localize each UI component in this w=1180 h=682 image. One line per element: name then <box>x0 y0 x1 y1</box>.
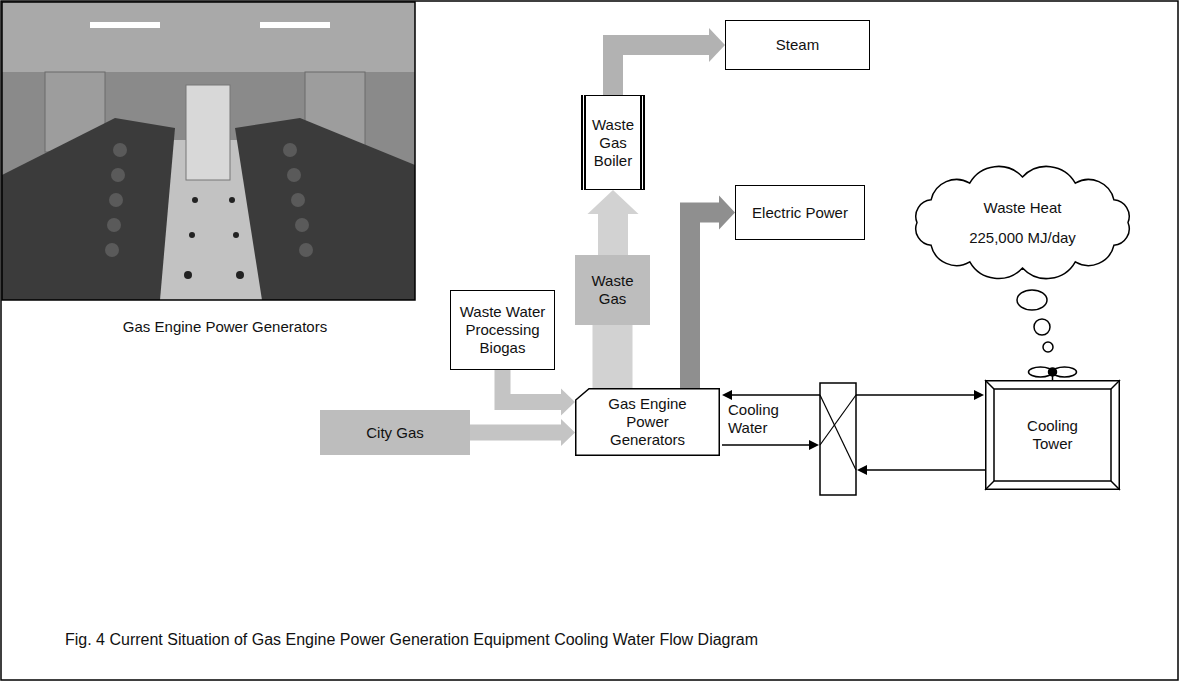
flow-arrow <box>612 325 613 388</box>
cooling-line <box>722 444 810 446</box>
photo-engine <box>235 118 415 300</box>
engine-shape <box>576 389 720 456</box>
tower-edge <box>1111 481 1120 490</box>
engine-box: Gas Engine Power Generators <box>575 388 720 456</box>
tower-inner <box>994 389 1111 481</box>
output-box: Steam <box>725 20 870 70</box>
thought-bubbles <box>1017 290 1053 352</box>
tower-body <box>986 381 1120 490</box>
node-text: Waste Gas Boiler <box>589 116 637 170</box>
cooling-tower: Cooling Tower <box>985 380 1120 490</box>
arrow-head <box>588 190 639 214</box>
figure-caption: Fig. 4 Current Situation of Gas Engine P… <box>65 630 1165 649</box>
tower-shape <box>985 367 1120 490</box>
tower-edge <box>1111 380 1120 389</box>
arrow-body <box>613 45 710 95</box>
arrow-head <box>719 196 735 230</box>
photo-light <box>90 22 160 28</box>
bubble <box>1034 319 1050 335</box>
node-text: Steam <box>732 36 863 54</box>
node-text: Cooling Tower <box>1007 417 1098 453</box>
node-text: Electric Power <box>742 204 858 222</box>
heat-exchanger <box>820 383 856 495</box>
arrow-head <box>857 465 867 475</box>
photo-light <box>260 22 330 28</box>
cooling-line <box>866 469 985 471</box>
source-box: Waste Water Processing Biogas <box>450 290 555 370</box>
photo-caption: Gas Engine Power Generators <box>95 318 355 336</box>
engine-photo <box>2 2 415 300</box>
node-text: Waste Water Processing Biogas <box>456 303 549 357</box>
fan-hub <box>1049 368 1057 376</box>
bubble <box>1017 290 1047 310</box>
cooling-line <box>856 394 975 396</box>
source-box: City Gas <box>320 410 470 455</box>
node-text: Gas Engine Power Generators <box>600 395 695 449</box>
photo-cabinet <box>186 85 230 180</box>
bubble <box>1043 342 1053 352</box>
flow-label: Cooling Water <box>728 401 808 437</box>
exchanger-cross <box>820 395 856 470</box>
arrow-body <box>503 370 563 402</box>
node-text: Waste Gas <box>579 272 646 308</box>
cooling-heads <box>722 390 984 475</box>
boiler-box: Waste Gas Boiler <box>581 95 645 190</box>
photo-ceiling <box>2 2 415 72</box>
arrow-head <box>722 390 732 400</box>
arrow-head <box>974 390 984 400</box>
flow-arrow <box>503 370 576 416</box>
arrow-head <box>809 440 819 450</box>
node-text: Waste Heat <box>939 199 1106 217</box>
heat-cloud: Waste Heat 225,000 MJ/day <box>905 165 1140 280</box>
flow-arrow <box>613 28 725 95</box>
tower-edge <box>985 481 994 490</box>
cloud-shape <box>916 166 1129 278</box>
arrow-head <box>561 388 575 415</box>
photo-engine <box>2 118 175 300</box>
photo-border <box>2 2 415 300</box>
exchanger-box <box>820 383 856 495</box>
flow-arrow <box>690 196 735 389</box>
node-text: 225,000 MJ/day <box>939 229 1106 247</box>
cooling-line <box>730 394 820 396</box>
photo-ground <box>2 2 415 300</box>
arrow-head <box>709 28 725 62</box>
gas-band: Waste Gas <box>575 255 650 325</box>
cloud-outline <box>905 165 1140 280</box>
arrow-body <box>593 325 633 388</box>
exchanger-cross <box>820 395 856 445</box>
photo-floor-dots <box>184 197 244 279</box>
arrow-head <box>561 419 575 446</box>
tower-edge <box>985 380 994 389</box>
arrow-body <box>470 425 562 441</box>
flow-arrow <box>470 419 575 446</box>
arrow-body <box>690 213 720 389</box>
arrow-body <box>598 213 628 255</box>
cooling-lines <box>722 395 985 470</box>
photo-cylinders <box>105 143 313 257</box>
output-box: Electric Power <box>735 185 865 240</box>
flow-arrow <box>588 190 639 255</box>
node-text: City Gas <box>326 424 464 442</box>
